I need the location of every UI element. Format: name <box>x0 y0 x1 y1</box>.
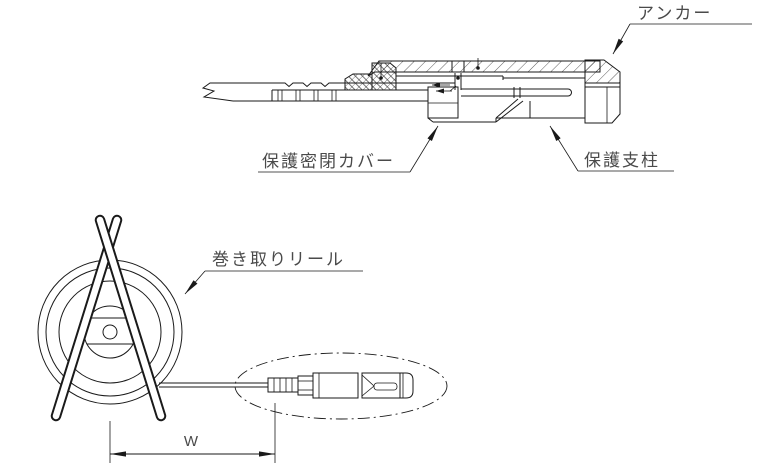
reel-stand <box>50 214 167 422</box>
cable-top-line <box>210 82 455 88</box>
pillar-slot-rod <box>461 87 572 98</box>
reel-leader-line <box>184 270 206 295</box>
anchor-assembly-drawing <box>201 58 621 124</box>
reel-drawing <box>37 214 183 422</box>
protective-pillar-leader-line <box>549 125 579 172</box>
w-dimension: W <box>109 403 276 463</box>
anchor-end-cap <box>584 59 621 124</box>
callout-anchor: アンカー <box>612 4 752 55</box>
callout-protective-pillar: 保護支柱 <box>549 125 674 172</box>
callout-protective-cover: 保護密閉カバー <box>258 125 439 173</box>
hub-hole <box>102 324 118 340</box>
cable-with-break <box>201 82 455 102</box>
sensor-probe <box>267 372 414 399</box>
detail-ellipse <box>234 352 448 420</box>
dimension-w-label: W <box>184 433 199 450</box>
protective-pillar-label: 保護支柱 <box>584 151 660 170</box>
callout-reel: 巻き取りリール <box>184 250 363 295</box>
reel-label: 巻き取りリール <box>212 250 345 269</box>
probe-cable <box>159 382 268 388</box>
protective-cover-body <box>396 73 524 123</box>
cable-break-symbol <box>201 82 234 102</box>
anchor-label: アンカー <box>637 4 712 23</box>
protective-cover-label: 保護密閉カバー <box>262 152 395 171</box>
cover-pin <box>454 73 462 90</box>
cable-rib-ticks <box>277 90 337 101</box>
anchor-bar <box>367 58 601 77</box>
reel-wheel <box>37 259 183 405</box>
clamp-mechanism <box>432 82 457 94</box>
anchor-leader-line <box>612 23 631 55</box>
sensor-probe-detail <box>234 352 448 420</box>
protective-cover-leader-line <box>409 125 439 173</box>
protective-pillar <box>461 76 585 119</box>
